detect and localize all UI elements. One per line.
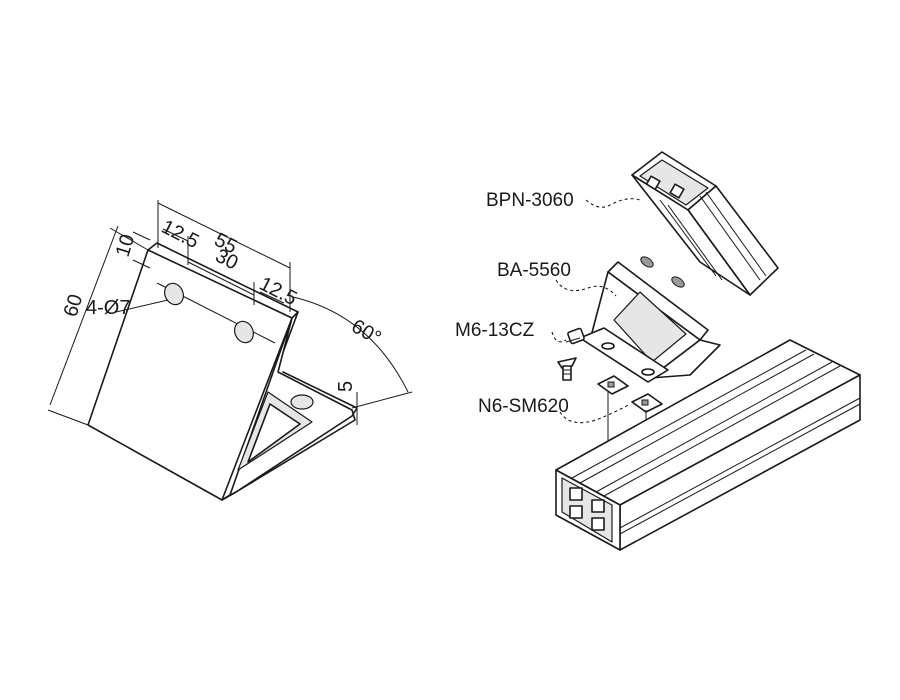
hole-2: [234, 320, 254, 344]
label-m6-13cz: M6-13CZ: [455, 320, 535, 341]
dim-holes: 4-Ø7: [86, 297, 130, 319]
leader-n6-sm620: [559, 403, 631, 424]
profile-top-end-inner: [639, 159, 709, 206]
bracket-asm-side: [649, 339, 721, 379]
dim-5: 5: [335, 381, 357, 392]
bracket-asm-hole-2: [671, 276, 685, 288]
profile-bpn-3060: [631, 151, 779, 296]
screw-shank: [562, 365, 572, 381]
bracket-asm-inner: [613, 291, 687, 363]
dim-60: 60: [60, 292, 88, 320]
bracket-base-edge: [235, 371, 358, 493]
end-slot-4: [591, 517, 605, 531]
end-slot-3: [569, 505, 583, 519]
leader-bpn-3060: [585, 198, 641, 208]
screw-head-1: [567, 327, 585, 345]
label-bpn-3060: BPN-3060: [486, 190, 574, 211]
nut-n6-sm620: [597, 375, 663, 413]
angle-arc: [292, 296, 409, 393]
bracket-asm-hole-1: [640, 256, 654, 268]
end-slot-2: [591, 499, 605, 513]
leader-m6-13cz: [551, 331, 567, 343]
bracket-top-edge: [147, 242, 299, 319]
dimension-lines: [47, 200, 413, 426]
label-n6-sm620: N6-SM620: [478, 396, 569, 417]
screw-m6-13cz: [557, 327, 585, 381]
dim-10: 10: [112, 232, 140, 260]
dim-angle: 60°: [348, 315, 385, 349]
profile-top-front: [631, 174, 751, 296]
hole-3: [290, 394, 314, 410]
bracket-dimension-view: 55 12.5 30 12.5 10 60 4-Ø7 60° 5: [47, 200, 413, 501]
bracket-rib-inner: [247, 403, 301, 463]
assembly-view: BPN-3060 BA-5560 M6-13CZ N6-SM620: [455, 151, 861, 551]
hole-1: [164, 282, 184, 306]
bracket-ba-5560: [579, 256, 721, 383]
base-profile: [555, 339, 861, 551]
leader-ba-5560: [555, 279, 617, 297]
label-ba-5560: BA-5560: [497, 260, 571, 281]
end-slot-1: [569, 487, 583, 501]
